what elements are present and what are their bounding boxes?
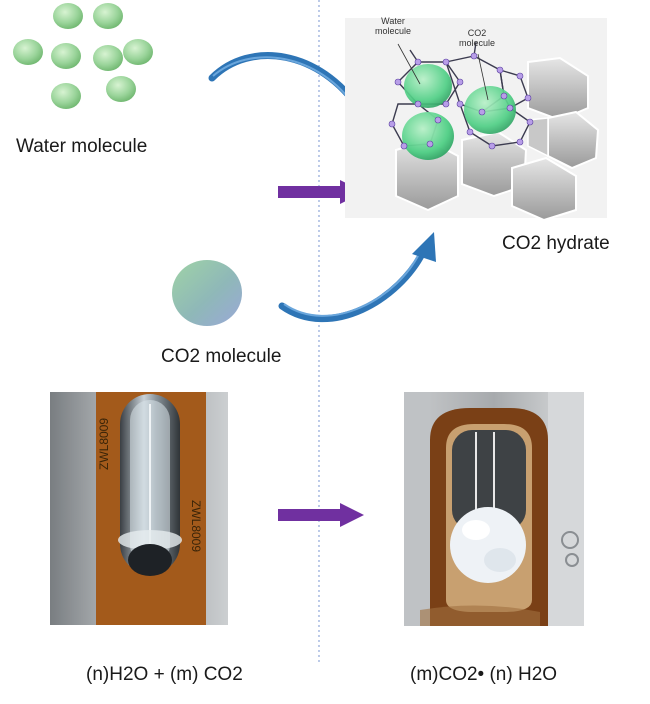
water-molecule-sphere (93, 3, 123, 29)
water-molecule-sphere (51, 43, 81, 69)
inset-co2-molecule-label: CO2 molecule (458, 28, 496, 48)
water-molecule-sphere (51, 83, 81, 109)
co2-hydrate-label: CO2 hydrate (502, 233, 610, 254)
co2-molecule-disc (172, 260, 242, 326)
water-molecule-sphere (93, 45, 123, 71)
inset-water-molecule-label: Water molecule (374, 16, 412, 36)
left-reaction-formula: (n)H2O + (m) CO2 (86, 664, 243, 685)
photo-after-reaction (404, 392, 584, 626)
hydrate-guest-sphere (404, 64, 452, 108)
right-reaction-formula: (m)CO2• (n) H2O (410, 664, 558, 685)
water-molecule-sphere (123, 39, 153, 65)
purple-arrow-bottom (278, 503, 364, 527)
curved-arrow-co2-to-hydrate (278, 232, 436, 323)
water-molecules-cluster (13, 3, 153, 109)
svg-text:ZWL8009: ZWL8009 (189, 500, 203, 552)
svg-text:ZWL8009: ZWL8009 (97, 418, 111, 470)
water-molecule-sphere (53, 3, 83, 29)
co2-molecule-label: CO2 molecule (161, 346, 282, 367)
water-molecule-sphere (106, 76, 136, 102)
hydrate-guest-sphere (402, 112, 454, 160)
water-molecule-sphere (13, 39, 43, 65)
co2-hydrate-structure (345, 18, 607, 222)
photo-before-reaction: ZWL8009 ZWL8009 (50, 392, 228, 625)
water-molecule-label: Water molecule (16, 136, 148, 157)
